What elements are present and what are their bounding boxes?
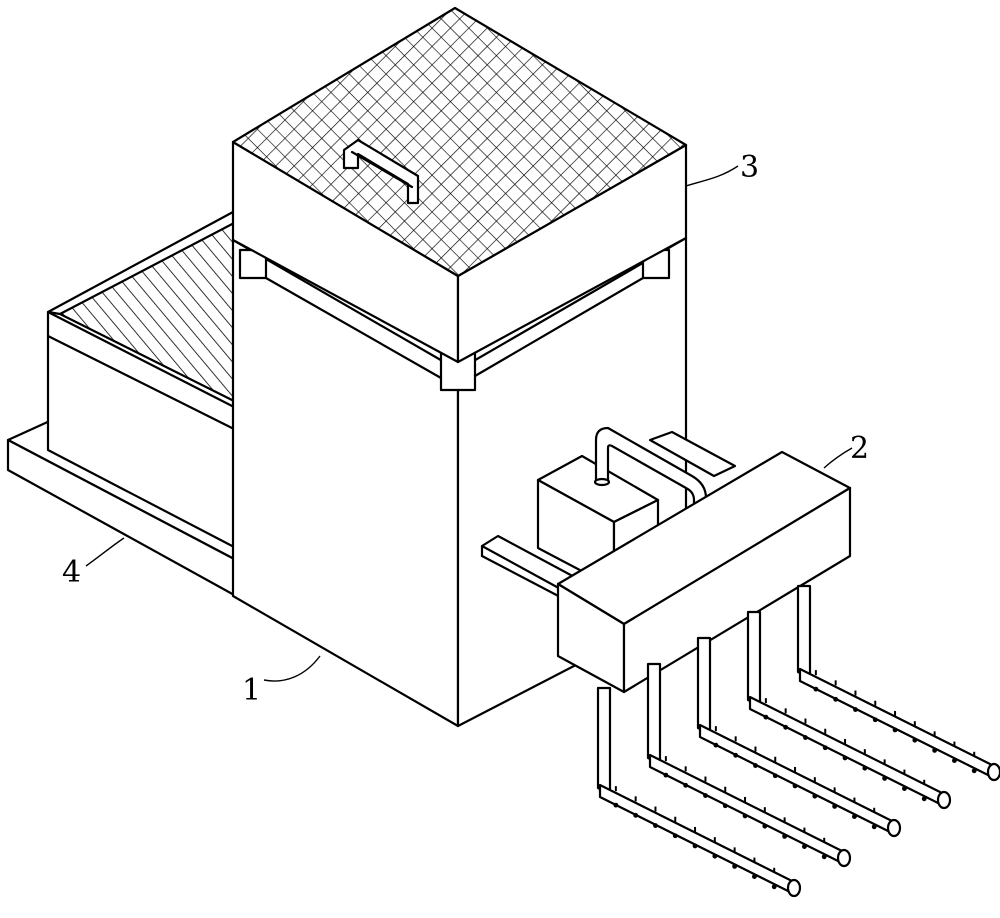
spray-pipe-5 (796, 584, 1000, 782)
spray-pipe-4 (746, 610, 952, 810)
pipe-run (748, 695, 946, 808)
nozzle-tip (672, 833, 678, 839)
nozzle-tip (802, 844, 807, 849)
nozzle-tip (692, 843, 698, 849)
nozzle-tip (633, 812, 639, 818)
pipe-drop (696, 636, 712, 736)
nozzle-tip (803, 735, 808, 740)
nozzle-tip (821, 854, 827, 860)
nozzle-tip (853, 707, 858, 712)
nozzle-tip (852, 814, 857, 819)
nozzle-tip (862, 765, 868, 771)
callout-2: 2 (850, 431, 869, 466)
lid-handle (342, 138, 420, 205)
nozzle-tip (663, 772, 669, 778)
nozzle-tip (892, 727, 898, 733)
nozzle-tip (782, 833, 788, 839)
nozzle-tip (733, 752, 739, 758)
nozzle-tip (912, 737, 918, 743)
nozzle-tip (753, 763, 758, 768)
nozzle-tip (842, 755, 848, 761)
nozzle-tip (882, 775, 888, 781)
nozzle-tip (921, 796, 927, 802)
nozzle-tip (722, 803, 728, 809)
spray-pipe-3 (696, 636, 902, 838)
pipe-drop (796, 584, 812, 680)
pipe-run (698, 723, 896, 836)
nozzle-tip (712, 853, 718, 859)
nozzle-tip (732, 863, 738, 869)
pipe-run (598, 783, 796, 896)
pipe-drop (646, 662, 662, 766)
nozzle-tip (952, 758, 957, 763)
nozzle-tip (833, 696, 839, 702)
nozzle-tip (932, 747, 938, 753)
spray-pipe-2 (646, 662, 852, 868)
nozzle-tip (832, 803, 838, 809)
callout-1: 1 (242, 673, 261, 708)
pipe-drop (596, 686, 612, 796)
pipe-end-cap (886, 818, 902, 838)
nozzle-tip (613, 802, 619, 808)
leader-lines (85, 165, 853, 682)
nozzle-tip (813, 686, 819, 692)
nozzle-tip (783, 724, 789, 730)
nozzle-tip (772, 773, 778, 779)
nozzle-tip (872, 717, 878, 723)
nozzle-tip (822, 745, 828, 751)
nozzle-tip (713, 742, 719, 748)
spray-unit (480, 426, 852, 694)
pipe-run (648, 753, 846, 866)
nozzle-tip (653, 823, 658, 828)
pipe-end-cap (986, 762, 1000, 782)
nozzle-tip (752, 874, 757, 879)
callout-4: 4 (62, 555, 81, 590)
spray-pipe-1 (596, 686, 802, 898)
nozzle-tip (871, 824, 877, 830)
nozzle-tip (902, 786, 907, 791)
nozzle-tip (812, 793, 818, 799)
nozzle-tip (771, 884, 777, 890)
nozzle-tip (703, 793, 708, 798)
nozzle-tip (742, 813, 748, 819)
nozzle-tip (763, 714, 769, 720)
spray-pipes (596, 584, 1000, 898)
nozzle-tip (762, 823, 768, 829)
lid (231, 6, 688, 364)
pipe-run (798, 667, 996, 780)
nozzle-tip (683, 782, 689, 788)
nozzle-tip (971, 768, 977, 774)
pipe-end-cap (786, 878, 802, 898)
pipe-end-cap (836, 848, 852, 868)
manifold-box (556, 450, 852, 694)
callout-3: 3 (740, 150, 759, 185)
pipe-drop (746, 610, 762, 708)
pipe-end-cap (936, 790, 952, 810)
nozzle-tip (792, 783, 798, 789)
